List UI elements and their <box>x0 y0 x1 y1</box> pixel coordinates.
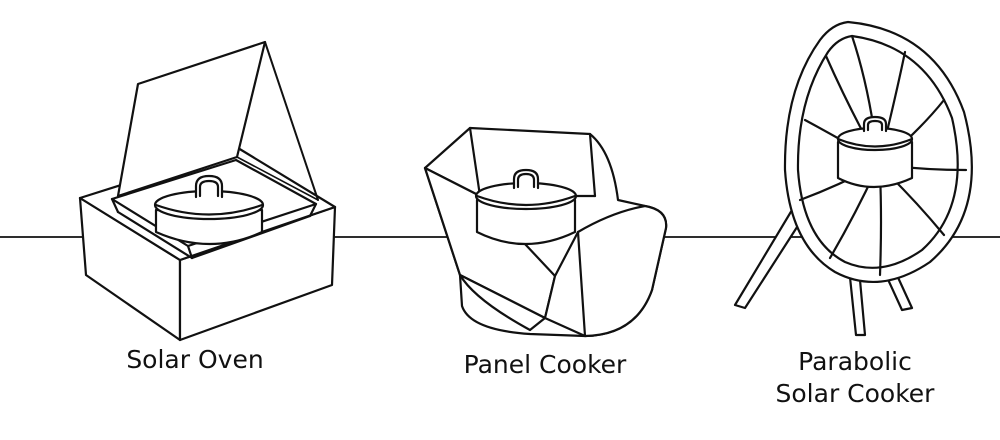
parabolic-cooker-caption-line2: Solar Cooker <box>775 379 935 408</box>
panel-cooker-drawing <box>423 126 668 338</box>
parabolic-cooker-drawing <box>733 20 973 337</box>
parabolic-cooker-caption-line1: Parabolic <box>798 347 912 376</box>
solar-oven-drawing <box>78 40 337 342</box>
panel-cooker-caption: Panel Cooker <box>463 350 627 379</box>
solar-oven-caption: Solar Oven <box>126 345 264 374</box>
